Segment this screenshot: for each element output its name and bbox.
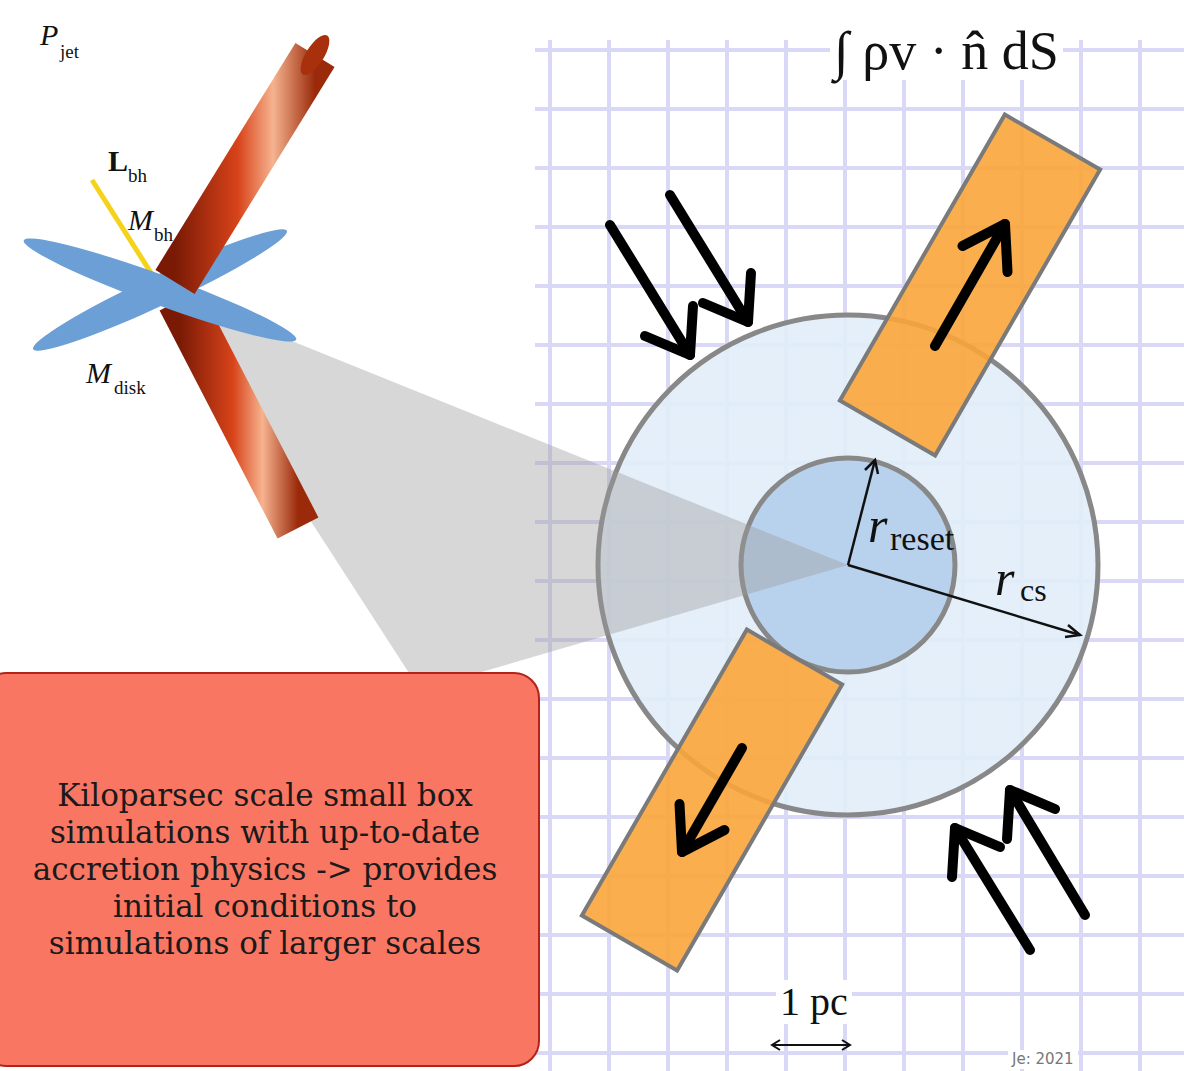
disk-jet-sketch: [19, 31, 335, 528]
formula: ∫ ρv · n̂ dS: [830, 22, 1063, 80]
subscript: disk: [114, 378, 146, 397]
credit: Je: 2021: [1008, 1050, 1078, 1069]
subscript: bh: [154, 225, 173, 244]
symbol: L: [108, 146, 128, 176]
subscript: jet: [60, 42, 79, 61]
radius-lines: [848, 460, 1080, 637]
symbol: M: [86, 358, 111, 388]
jet-region: [840, 115, 1100, 456]
symbol: M: [128, 205, 153, 235]
flow-arrows: [610, 195, 1085, 950]
callout-box: Kiloparsec scale small box simulations w…: [0, 672, 540, 1067]
jet-region: [582, 630, 842, 971]
scale-label: 1 pc: [776, 980, 852, 1024]
callout-text: Kiloparsec scale small box simulations w…: [26, 777, 504, 963]
scale-bar: [772, 1040, 850, 1050]
radius-symbol: r: [995, 553, 1014, 603]
subscript: bh: [128, 166, 147, 185]
subscript: cs: [1020, 574, 1047, 606]
subscript: reset: [890, 522, 954, 556]
radius-symbol: r: [868, 500, 887, 550]
symbol: P: [40, 20, 58, 50]
